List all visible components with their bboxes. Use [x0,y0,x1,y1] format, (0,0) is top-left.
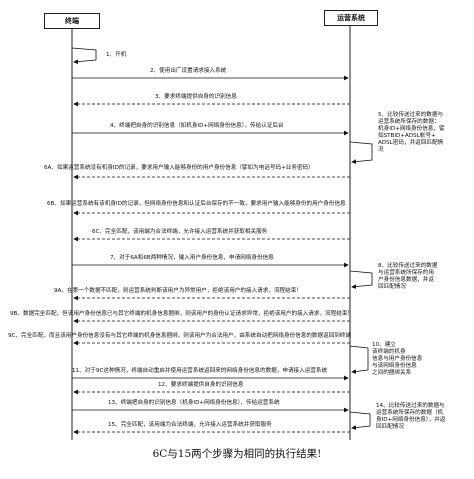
msg-3: 3、要求终端提供自身的识别信息 [155,94,237,100]
ops-system-label: 运营系统 [337,14,365,22]
self-arrow-10 [349,345,369,374]
msg-9A: 9A、在第一个数据不匹配，则运营系统判断该用户为异常用户，拒绝该用户的接入请求，… [54,288,302,294]
terminal-label: 终端 [65,17,79,25]
self-arrow-8 [349,270,373,289]
msg-1: 1、开机 [106,52,127,58]
msg-9B: 9B、数据完全匹配，但该用户身份信息已与其它终端的机身信息捆绑，则该用户的身份认… [10,311,354,317]
msg-2: 2、使用出厂设置请求接入系统 [150,68,227,74]
msg-7: 7、对于6A和6B两种情况，输入用户身份信息，申请网络身份信息 [110,255,274,261]
note-14: 14、比较传送过来的数据与 运营系统所保存的数据（机 身ID+网络身份信息），并… [376,403,446,430]
msg-6B: 6B、如果运营系统有该机身ID的记录，但网络身份信息和认证后台保存的不一致，要求… [47,201,346,207]
msg-6C: 6C、完全匹配，该用端为合法终端，允许接入运营系统并获取相关服务 [92,229,268,235]
note-5: 5、比较传送过来的数据与 运营系统所保存的数据： 机身ID+网络身份信息，譬 如… [378,112,445,153]
msg-9C: 9C、完全匹配，而且该用户身份信息没有与其它终端的机身信息捆绑，则该用户为合法用… [8,333,352,339]
terminal-box: 终端 [44,13,100,29]
msg-11: 11、对于9C这种情况，终端自动重启并使用运营系统返回来的网络身份信息的数据，申… [72,368,328,374]
self-arrow-14 [349,411,371,430]
note-8: 8、比较传送过来的数据 与运营系统所保存的用 户身份信息数据，并返 回匹配情况 [378,263,438,290]
msg-12: 12、要求终端提供自身的识别信息 [158,382,244,388]
msg-6A: 6A、如果运营系统没有机身ID的记录，要求用户输入能够身份的用户身份信息（譬如为… [44,165,314,171]
self-arrow-5 [349,141,373,164]
self-arrow-1 [71,47,97,65]
footer-caption: 6C与15两个步骤为相同的执行结果! [152,448,322,460]
msg-4: 4、终端把自身的识别信息（如机身ID+网络身份信息），传给认证后台 [110,123,284,129]
msg-13: 13、终端把自身的识别信息（机身ID+网络身份信息），传给运营系统 [108,400,280,406]
note-10: 10、建立 该终端的机身 信息与用户身份信息 与该网络身份信息 之间的捆绑关系 [372,342,423,376]
msg-15: 15、完全匹配，该用端为合法终端，允许接入运营系统并获取服务 [108,422,272,428]
ops-system-box: 运营系统 [324,10,378,26]
